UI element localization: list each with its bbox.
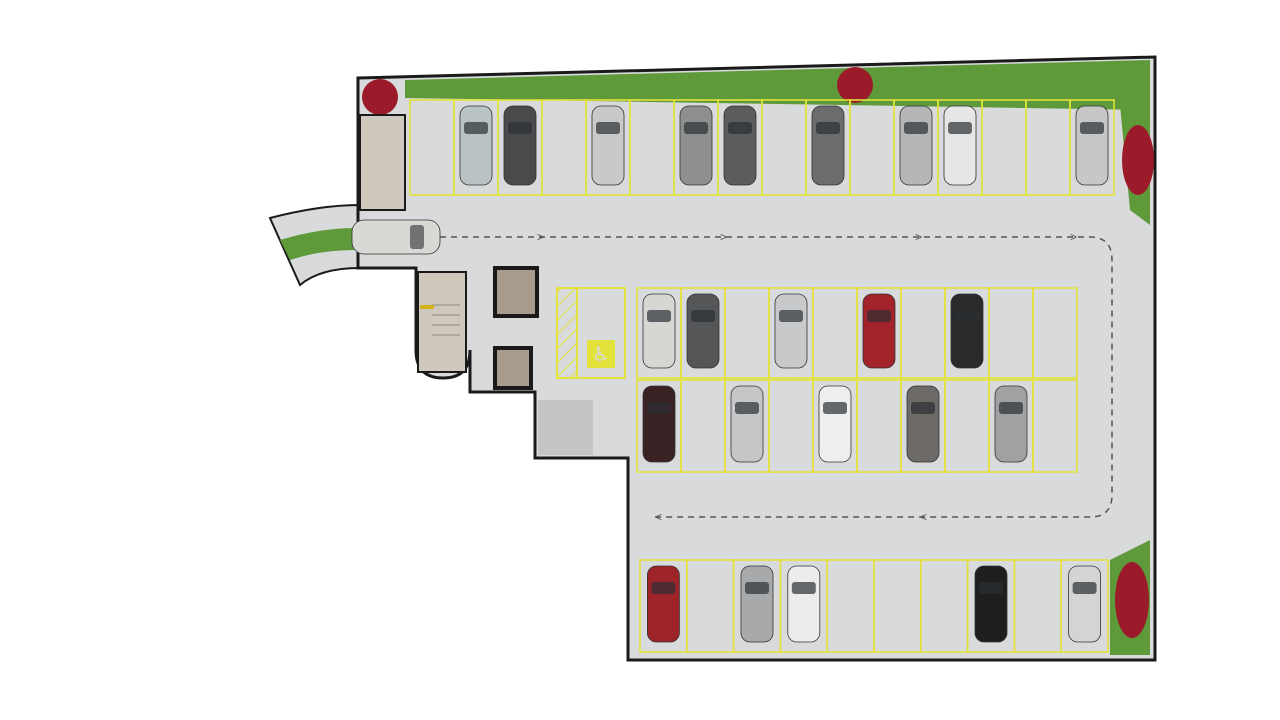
parked-car	[723, 105, 757, 186]
parked-car	[642, 293, 676, 369]
windshield	[684, 122, 708, 134]
windshield	[955, 310, 979, 322]
shrub	[1122, 125, 1154, 195]
windshield	[999, 402, 1023, 414]
parked-car	[818, 385, 852, 463]
shrub	[1115, 562, 1149, 638]
windshield	[791, 582, 816, 594]
parked-car	[686, 293, 720, 369]
grass-strip	[405, 60, 1150, 110]
direction-arrow-icon: >	[720, 230, 727, 244]
elevator-icon	[493, 266, 539, 318]
svg-text:♿: ♿	[592, 342, 610, 366]
parked-car	[943, 105, 977, 186]
direction-arrow-icon: <	[655, 510, 662, 524]
driving-route: > > > > < <	[440, 230, 1113, 524]
parked-car	[899, 105, 933, 186]
windshield	[823, 402, 847, 414]
parking-stall	[1032, 379, 1078, 473]
windshield	[745, 582, 769, 594]
parked-car	[503, 105, 537, 186]
windshield	[979, 582, 1003, 594]
windshield	[867, 310, 891, 322]
stairs-icon	[420, 304, 460, 336]
windshield	[728, 122, 752, 134]
parked-car	[994, 385, 1028, 463]
shrub	[362, 79, 398, 115]
windshield	[911, 402, 935, 414]
windshield	[647, 402, 671, 414]
direction-arrow-icon: <	[920, 510, 927, 524]
windshield	[651, 582, 676, 594]
ramp-grass	[280, 228, 355, 260]
parked-car	[730, 385, 764, 463]
direction-arrow-icon: >	[1070, 230, 1077, 244]
parking-stall	[1069, 99, 1115, 196]
windshield	[647, 310, 671, 322]
elevator-icon	[493, 346, 533, 390]
parked-car	[647, 565, 680, 643]
stairwell	[417, 271, 467, 373]
restroom	[359, 114, 406, 211]
shrubs	[362, 67, 1154, 638]
service-rooms	[359, 114, 593, 455]
parked-car	[862, 293, 896, 369]
equipment-room	[538, 400, 593, 455]
parked-car	[1075, 105, 1109, 186]
parking-stall	[1032, 287, 1078, 379]
accessible-stall: ♿	[556, 287, 626, 379]
windshield	[779, 310, 803, 322]
windshield	[735, 402, 759, 414]
windshield	[508, 122, 532, 134]
parked-car	[459, 105, 493, 186]
parked-car	[906, 385, 940, 463]
windshield	[948, 122, 972, 134]
windshield	[1072, 582, 1097, 594]
parking-stall	[1060, 559, 1109, 653]
windshield	[596, 122, 620, 134]
parked-car	[679, 105, 713, 186]
parked-car	[974, 565, 1008, 643]
windshield	[1080, 122, 1104, 134]
windshield	[816, 122, 840, 134]
windshield	[904, 122, 928, 134]
parked-car	[774, 293, 808, 369]
parked-car	[1068, 565, 1101, 643]
parking-floor	[356, 55, 1157, 662]
parked-car	[740, 565, 774, 643]
parked-car	[787, 565, 821, 643]
accessible-parking-icon	[587, 340, 615, 368]
direction-arrow-icon: >	[915, 230, 922, 244]
parked-car	[642, 385, 676, 463]
entering-car	[351, 219, 441, 255]
shrub	[837, 67, 873, 103]
parked-car	[950, 293, 984, 369]
windshield	[464, 122, 488, 134]
windshield	[691, 310, 715, 322]
parked-car	[591, 105, 625, 186]
parked-car	[811, 105, 845, 186]
direction-arrow-icon: >	[537, 230, 544, 244]
